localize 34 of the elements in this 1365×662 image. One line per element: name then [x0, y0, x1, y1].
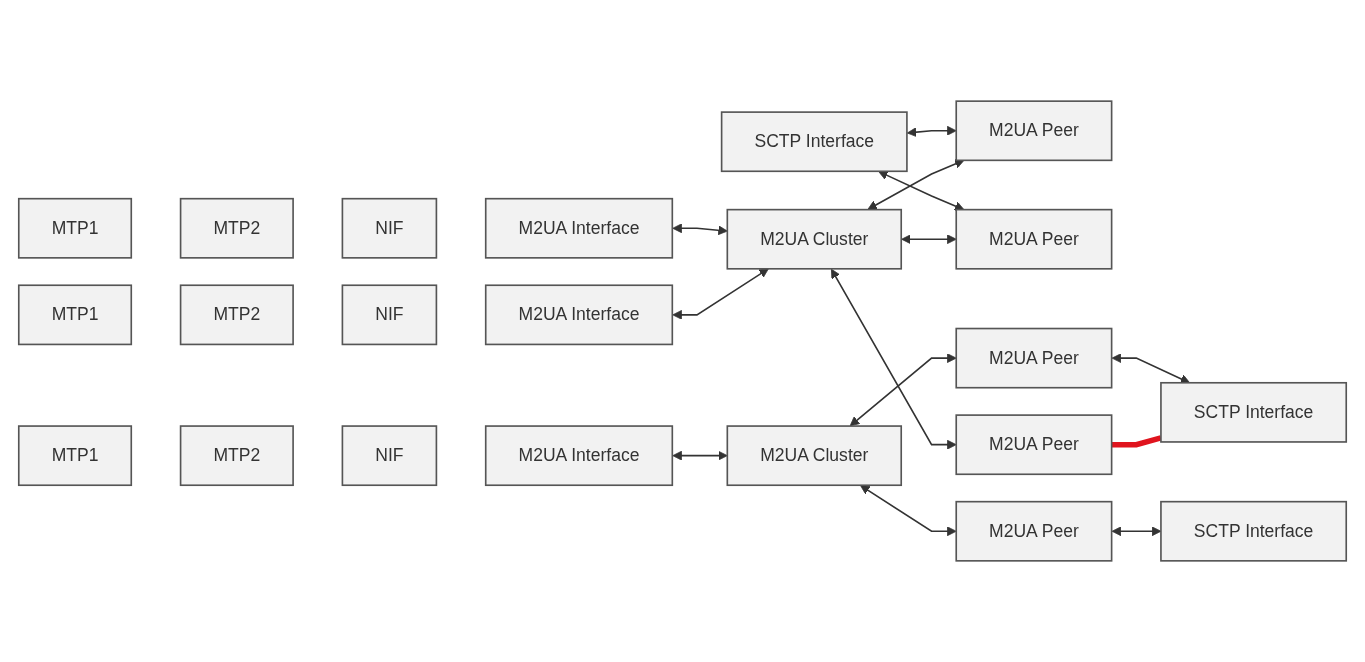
node-box: NIF: [341, 425, 438, 487]
node-box: SCTP Interface: [1160, 381, 1348, 443]
arrow: [830, 268, 957, 450]
node-box: NIF: [341, 284, 438, 346]
arrow: [901, 234, 957, 245]
node-box: MTP2: [179, 197, 294, 259]
node-box: M2UA Interface: [484, 284, 674, 346]
node-box: MTP1: [17, 197, 133, 259]
node-box: M2UA Peer: [955, 414, 1113, 476]
arrow: [867, 159, 965, 210]
connector: [1111, 435, 1162, 448]
arrow: [906, 125, 957, 137]
node-box: SCTP Interface: [1160, 500, 1348, 562]
node-box: MTP1: [17, 284, 133, 346]
arrow: [672, 268, 769, 320]
arrow: [672, 223, 728, 236]
node-box: M2UA Peer: [955, 327, 1113, 389]
node-box: SCTP Interface: [720, 111, 908, 173]
node-box: M2UA Peer: [955, 500, 1113, 562]
arrow: [1111, 353, 1191, 384]
node-box: M2UA Cluster: [726, 425, 903, 487]
node-box: MTP2: [179, 425, 294, 487]
arrow: [849, 353, 957, 427]
arrow: [672, 450, 728, 461]
node-box: M2UA Interface: [484, 197, 674, 259]
node-box: MTP2: [179, 284, 294, 346]
node-box: M2UA Peer: [955, 100, 1113, 162]
node-box: M2UA Interface: [484, 425, 674, 487]
node-box: NIF: [341, 197, 438, 259]
node-box: MTP1: [17, 425, 133, 487]
node-box: M2UA Peer: [955, 208, 1113, 270]
arrow: [878, 170, 965, 211]
node-box: M2UA Cluster: [726, 208, 903, 270]
arrow: [860, 485, 957, 537]
